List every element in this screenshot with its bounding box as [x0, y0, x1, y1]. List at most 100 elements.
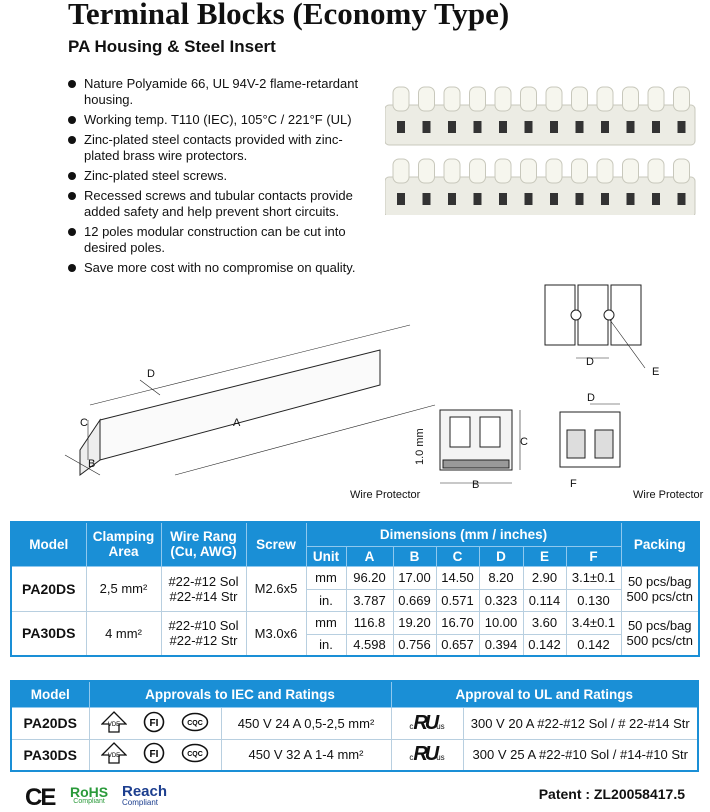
- dim-cell: 19.20: [392, 610, 437, 635]
- wire-hole: [524, 121, 533, 133]
- dim-cell: 96.20: [345, 565, 394, 590]
- feature-item: Working temp. T110 (IEC), 105°C / 221°F …: [68, 112, 378, 128]
- dim-cell: 0.756: [392, 633, 437, 657]
- wire-hole: [422, 121, 431, 133]
- terminal-pole: [571, 158, 588, 184]
- header-clamping: Clamping Area: [86, 522, 162, 567]
- terminal-pole: [520, 86, 537, 112]
- dim-cell: 0.130: [565, 588, 622, 612]
- terminal-pole: [571, 86, 588, 112]
- vde-mark-icon: VDE: [100, 710, 128, 736]
- reach-text: Reach: [122, 783, 168, 800]
- ul-mark-us: us: [436, 721, 445, 731]
- wire-hole: [499, 121, 507, 133]
- table-row: PA20DS 2,5 mm² #22-#12 Sol#22-#14 Str M2…: [10, 565, 700, 612]
- dim-cell: 17.00: [392, 565, 437, 590]
- wire-cell: #22-#12 Sol#22-#14 Str: [160, 565, 247, 612]
- wire-hole: [397, 121, 405, 133]
- dim-cell: 8.20: [478, 565, 524, 590]
- header-ul: Approval to UL and Ratings: [391, 681, 699, 708]
- reach-subtext: Compliant: [122, 798, 159, 807]
- dim-cell: 0.657: [435, 633, 480, 657]
- fi-mark-icon: FI: [143, 742, 165, 767]
- model-cell: PA30DS: [10, 738, 90, 772]
- rohs-logo: RoHS Compliant: [70, 785, 108, 807]
- iec-rating-cell: 450 V 24 A 0,5-2,5 mm²: [220, 706, 392, 740]
- header-dimensions: Dimensions (mm / inches): [306, 522, 622, 547]
- dim-cell: 16.70: [435, 610, 480, 635]
- header-f: F: [566, 546, 622, 567]
- header-model: Model: [11, 681, 90, 708]
- model-cell: PA20DS: [10, 706, 90, 740]
- dim-cell: 0.394: [478, 633, 524, 657]
- wire-hole: [575, 193, 584, 205]
- dimension-label-d-side: D: [587, 392, 595, 404]
- page-subtitle: PA Housing & Steel Insert: [68, 37, 276, 56]
- clamping-cell: 4 mm²: [85, 610, 162, 657]
- terminal-pole: [673, 86, 690, 112]
- dimension-label-f: F: [570, 478, 577, 490]
- dimension-label-a: A: [233, 417, 241, 429]
- dim-cell: 0.323: [478, 588, 524, 612]
- unit-cell: mm: [305, 610, 347, 635]
- wire-hole: [422, 193, 431, 205]
- dim-cell: 3.787: [345, 588, 394, 612]
- reach-logo: Reach Compliant: [122, 783, 168, 808]
- cqc-mark-icon: CQC: [181, 743, 209, 766]
- packing-ctn: 500 pcs/ctn: [626, 588, 694, 604]
- cqc-mark-text: CQC: [187, 720, 203, 727]
- feature-item: Zinc-plated steel contacts provided with…: [68, 132, 378, 164]
- wire-hole: [601, 193, 609, 205]
- feature-item: Recessed screws and tubular contacts pro…: [68, 188, 378, 220]
- header-c: C: [436, 546, 480, 567]
- ul-mark-text: RU: [413, 711, 439, 734]
- header-model: Model: [11, 522, 87, 567]
- feature-list: Nature Polyamide 66, UL 94V-2 flame-reta…: [68, 76, 378, 280]
- wire-hole: [626, 121, 635, 133]
- packing-ctn: 500 pcs/ctn: [626, 633, 694, 649]
- terminal-pole: [545, 158, 563, 184]
- terminal-pole: [520, 158, 537, 184]
- ul-mark-icon: cRUus: [390, 738, 464, 772]
- dim-cell: 0.142: [522, 633, 567, 657]
- header-a: A: [346, 546, 394, 567]
- wire-protector-label-right: Wire Protector: [633, 489, 704, 501]
- packing-bag: 50 pcs/bag: [627, 618, 692, 634]
- terminal-pole: [545, 86, 563, 112]
- ul-mark-icon: cRUus: [390, 706, 464, 740]
- dim-cell: 14.50: [435, 565, 480, 590]
- iec-rating-cell: 450 V 32 A 1-4 mm²: [220, 738, 392, 772]
- wire-hole: [677, 193, 686, 205]
- dim-cell: 116.8: [345, 610, 394, 635]
- page-title: Terminal Blocks (Economy Type): [68, 0, 510, 31]
- cqc-mark-text: CQC: [187, 751, 203, 758]
- dimension-label-c: C: [80, 417, 88, 429]
- header-packing: Packing: [621, 522, 700, 567]
- header-b: B: [393, 546, 437, 567]
- terminal-pole: [418, 158, 435, 184]
- feature-item: Nature Polyamide 66, UL 94V-2 flame-reta…: [68, 76, 378, 108]
- thickness-label: 1.0 mm: [414, 428, 426, 465]
- wire-hole: [473, 121, 482, 133]
- table-row: PA20DS VDE FI CQC 450 V 24 A 0,5-2,5 mm²…: [10, 706, 699, 740]
- ce-logo: CE: [25, 784, 56, 811]
- terminal-pole: [647, 86, 665, 112]
- iec-marks-cell: VDE FI CQC: [88, 706, 222, 740]
- terminal-pole: [673, 158, 690, 184]
- wire-cell: #22-#10 Sol#22-#12 Str: [160, 610, 247, 657]
- terminal-pole: [596, 86, 614, 112]
- terminal-pole: [647, 158, 665, 184]
- vde-mark-text: VDE: [108, 722, 120, 728]
- dim-cell: 10.00: [478, 610, 524, 635]
- section-view-drawing: [439, 409, 521, 484]
- dimensions-table: Model Clamping Area Wire Rang (Cu, AWG) …: [10, 521, 700, 657]
- wire-hole: [499, 193, 507, 205]
- wire-hole: [601, 121, 609, 133]
- terminal-pole: [418, 86, 435, 112]
- ul-rating-cell: 300 V 20 A #22-#12 Sol / # 22-#14 Str: [462, 706, 699, 740]
- wire-sol: #22-#12 Sol: [168, 573, 239, 589]
- wire-hole: [550, 193, 558, 205]
- wire-hole: [473, 193, 482, 205]
